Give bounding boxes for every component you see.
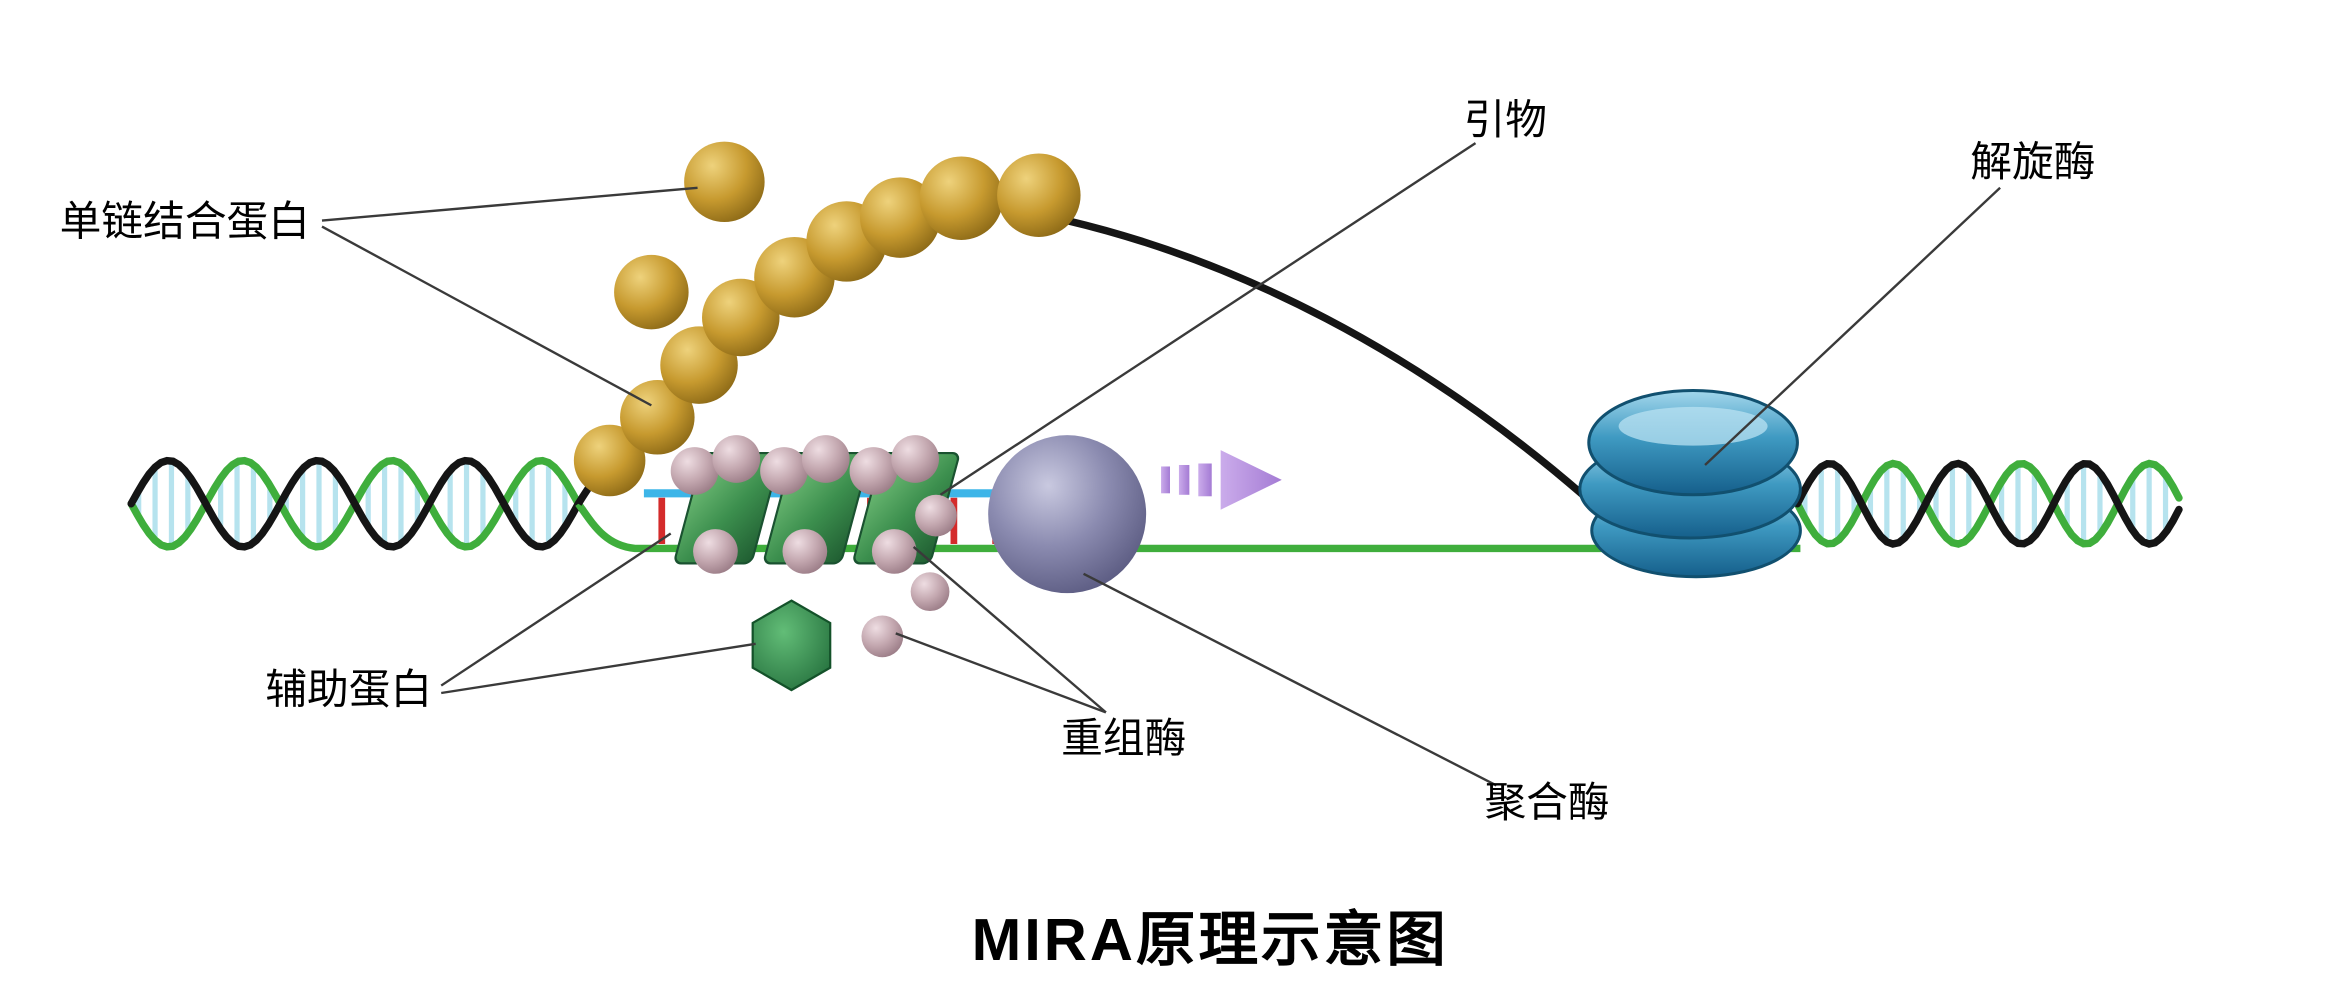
recombinase-leader-line (912, 546, 1107, 714)
recombinase-sphere (760, 447, 808, 495)
dna-helix-right (1793, 459, 2183, 548)
ssb-sphere (684, 141, 765, 223)
ssb-sphere (614, 254, 689, 330)
recombinase-sphere (849, 447, 898, 495)
label-polymerase: 聚合酶 (1484, 779, 1609, 826)
helicase-leader-line (1704, 186, 2001, 466)
recombinase-sphere (915, 494, 957, 537)
recombinase-sphere (801, 435, 850, 483)
polymerase-sphere (988, 435, 1147, 594)
ssb-sphere (919, 156, 1004, 240)
recombinase-leader-line (895, 632, 1107, 714)
recombinase-sphere (693, 529, 738, 574)
template-strand-green (575, 501, 1801, 553)
ssb-sphere (997, 153, 1081, 237)
label-auxiliary-protein: 辅助蛋白 (265, 665, 432, 712)
auxiliary-protein-hexagon (751, 599, 832, 692)
recombinase-sphere-free (910, 572, 950, 612)
recombinase-sphere (782, 529, 828, 574)
figure-title: MIRA原理示意图 (972, 906, 1449, 973)
dna-rungs (1802, 460, 2169, 547)
recombinase-sphere (891, 435, 939, 483)
direction-arrow-icon (1161, 450, 1282, 510)
recombinase-sphere (871, 529, 917, 574)
dna-strand-black (127, 456, 583, 551)
label-primer: 引物 (1464, 96, 1547, 143)
label-helicase: 解旋酶 (1970, 138, 2095, 185)
leader-lines (321, 142, 2001, 787)
label-recombinase: 重组酶 (1061, 715, 1186, 762)
displaced-strand-black (1066, 216, 1586, 498)
recombinase-sphere-free (861, 615, 904, 658)
ssb-sphere (573, 424, 646, 497)
dna-strand-black (1793, 459, 2183, 548)
helicase-body (1578, 388, 1802, 579)
dna-helix-left (127, 456, 583, 551)
recombinase-spheres (670, 435, 957, 658)
polymerase-leader-line (1083, 572, 1497, 787)
auxiliary-leader-line (440, 532, 672, 687)
label-ssb-protein: 单链结合蛋白 (60, 197, 310, 244)
ssb-leader-line (321, 186, 698, 222)
recombinase-sphere (712, 435, 761, 483)
auxiliary-leader-line (441, 642, 756, 695)
recombinase-sphere (670, 447, 719, 495)
dna-rungs (136, 457, 568, 550)
primer-leader-line (939, 142, 1477, 496)
ssb-leader-line (321, 225, 652, 407)
